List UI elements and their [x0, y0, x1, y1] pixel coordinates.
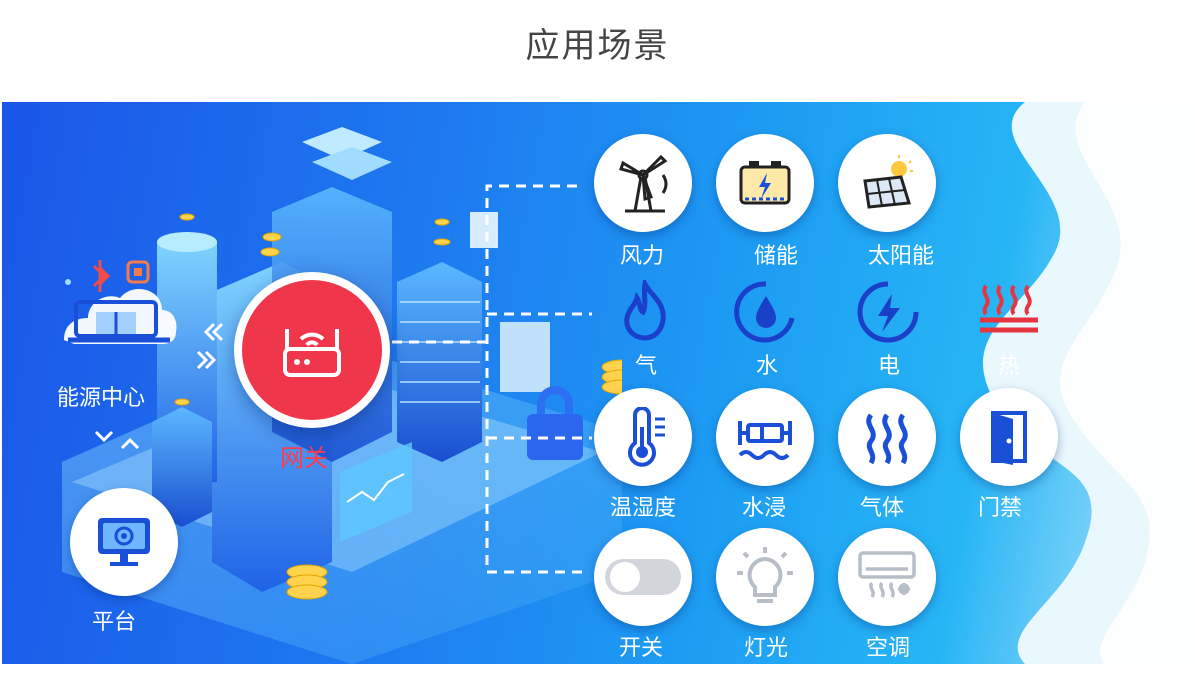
energy-storage-node[interactable] — [716, 134, 814, 232]
lighting-node[interactable] — [716, 528, 814, 626]
access-control-label: 门禁 — [978, 496, 1023, 521]
water-source-node[interactable] — [732, 278, 800, 346]
gas-source-node[interactable] — [614, 280, 676, 342]
door-icon — [991, 411, 1027, 465]
heat-icon — [980, 284, 1038, 333]
electricity-source-node[interactable] — [854, 278, 922, 346]
platform-node[interactable] — [70, 488, 178, 596]
wave-decoration — [982, 102, 1195, 664]
temp-humidity-label: 温湿度 — [610, 496, 677, 521]
energy-center-label: 能源中心 — [57, 386, 146, 411]
toggle-switch-icon — [605, 559, 681, 595]
gas-sensor-node[interactable] — [838, 388, 936, 486]
gateway-label: 网关 — [280, 444, 328, 472]
air-conditioner-icon — [858, 551, 916, 598]
platform-monitor-icon — [98, 518, 150, 566]
water-leak-node[interactable] — [716, 388, 814, 486]
flame-icon — [624, 280, 666, 341]
padlock-illustration — [527, 386, 583, 460]
solar-panel-icon — [863, 155, 913, 209]
light-bulb-icon — [737, 547, 793, 603]
scene-banner: 能源中心 网关 — [2, 102, 1195, 664]
gas-sensor-label: 气体 — [860, 496, 905, 521]
thermometer-icon — [628, 407, 665, 467]
lighting-label: 灯光 — [744, 636, 789, 661]
solar-label: 太阳能 — [868, 244, 935, 269]
air-conditioner-node[interactable] — [838, 528, 936, 626]
energy-storage-label: 储能 — [754, 244, 799, 269]
water-leak-label: 水浸 — [742, 496, 787, 521]
heat-source-node[interactable] — [976, 278, 1044, 340]
energy-center-icon — [64, 260, 177, 344]
gateway-node[interactable] — [234, 272, 390, 428]
solar-node[interactable] — [838, 134, 936, 232]
gas-icon — [866, 413, 908, 465]
water-drop-icon — [734, 281, 795, 343]
gas-source-label: 气 — [635, 354, 658, 379]
wind-power-node[interactable] — [594, 134, 692, 232]
water-leak-icon — [738, 421, 792, 460]
access-control-node[interactable] — [960, 388, 1058, 486]
electricity-source-label: 电 — [878, 354, 901, 379]
switch-node[interactable] — [594, 528, 692, 626]
switch-label: 开关 — [619, 636, 664, 661]
platform-label: 平台 — [92, 610, 137, 635]
battery-icon — [739, 161, 791, 205]
water-source-label: 水 — [756, 354, 779, 379]
temp-humidity-node[interactable] — [594, 388, 692, 486]
wind-turbine-icon — [619, 154, 668, 213]
wind-power-label: 风力 — [620, 244, 665, 269]
lightning-icon — [857, 281, 919, 343]
page-title: 应用场景 — [525, 26, 670, 66]
air-conditioner-label: 空调 — [866, 636, 911, 661]
router-icon — [283, 329, 341, 377]
heat-source-label: 热 — [998, 354, 1021, 379]
